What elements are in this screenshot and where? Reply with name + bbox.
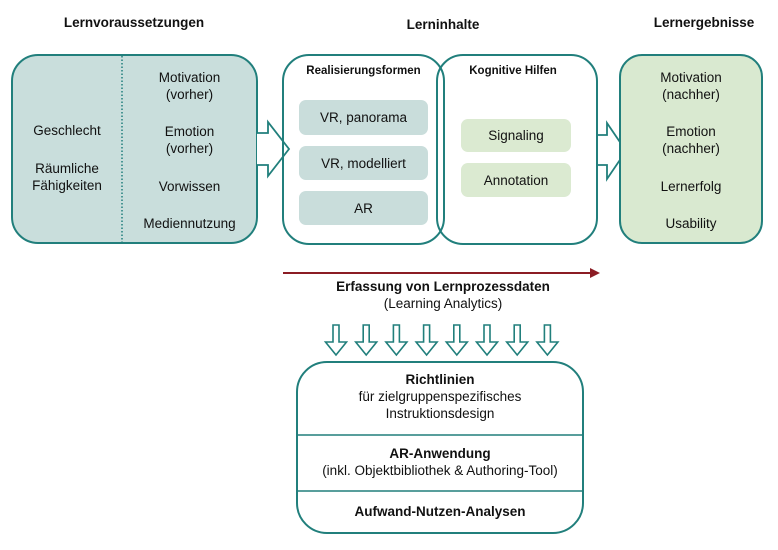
outcome-learning-success: Lernerfolg [660,179,722,194]
prereq-emotion: Emotion (vorher) [122,123,257,157]
arrow-down-icon [354,324,379,357]
forms-box [282,54,445,245]
arrow-down-icon [323,324,349,357]
deliverable-guidelines-line: Instruktionsdesign [385,406,495,421]
form-label: VR, modelliert [321,155,406,171]
prereq-emotion-line1: Emotion [164,124,215,139]
aids-box [436,54,598,245]
prereq-spatial-line1: Räumliche [35,161,99,176]
outcome-emotion-line2: (nachher) [662,141,720,156]
prereq-emotion-line2: (vorher) [165,141,214,156]
heading-outcomes: Lernergebnisse [653,15,755,30]
arrow-down-icon [474,324,500,357]
prereq-motivation-line2: (vorher) [165,87,214,102]
arrow-down-icon [535,324,560,357]
deliverable-cost-benefit-title: Aufwand-Nutzen-Analysen [354,504,526,519]
outcome-emotion-line1: Emotion [666,124,716,139]
prereq-media-usage: Mediennutzung [143,216,236,231]
analytics-title: Erfassung von Lernprozessdaten [336,279,550,294]
prereq-motivation-line1: Motivation [158,70,221,85]
heading-contents: Lerninhalte [406,17,480,32]
form-pill: AR [299,191,428,225]
outcomes-box [619,54,763,244]
forms-title: Realisierungsformen [306,65,421,77]
aid-pill: Annotation [461,163,571,197]
aid-label: Signaling [488,128,544,143]
analytics-subtitle: (Learning Analytics) [383,296,503,311]
heading-prerequisites: Lernvoraussetzungen [63,15,205,30]
arrow-down-icon [414,324,439,357]
arrow-right-icon [257,119,291,179]
deliverable-guidelines-title: Richtlinien [405,372,475,387]
outcome-motivation-line2: (nachher) [662,87,720,102]
aid-pill: Signaling [461,119,571,152]
arrow-down-icon [444,324,469,357]
deliverable-cost-benefit: Aufwand-Nutzen-Analysen [297,503,583,520]
aids-title: Kognitive Hilfen [469,65,557,77]
aid-label: Annotation [483,172,549,188]
prereq-gender: Geschlecht [33,123,101,138]
deliverable-guidelines: Richtlinien für zielgruppenspezifisches … [297,371,583,422]
deliverable-ar-app-line: (inkl. Objektbibliothek & Authoring-Tool… [322,463,558,478]
outcome-motivation: Motivation (nachher) [620,69,762,103]
form-pill: VR, panorama [299,100,428,135]
form-label: VR, panorama [319,110,408,125]
outcome-emotion: Emotion (nachher) [620,123,762,157]
outcome-motivation-line1: Motivation [660,70,722,85]
deliverable-ar-app: AR-Anwendung (inkl. Objektbibliothek & A… [297,445,583,479]
prereq-motivation: Motivation (vorher) [122,69,257,103]
down-arrows [323,324,560,357]
form-pill: VR, modelliert [299,146,428,180]
arrow-down-icon [384,324,409,357]
deliverable-ar-app-title: AR-Anwendung [389,446,491,461]
prereq-spatial-line2: Fähigkeiten [32,178,102,193]
form-label: AR [354,200,373,216]
outcome-usability: Usability [665,216,717,231]
prereq-prior-knowledge: Vorwissen [158,179,221,194]
deliverable-guidelines-line: für zielgruppenspezifisches [358,389,522,404]
arrow-down-icon [505,324,530,357]
